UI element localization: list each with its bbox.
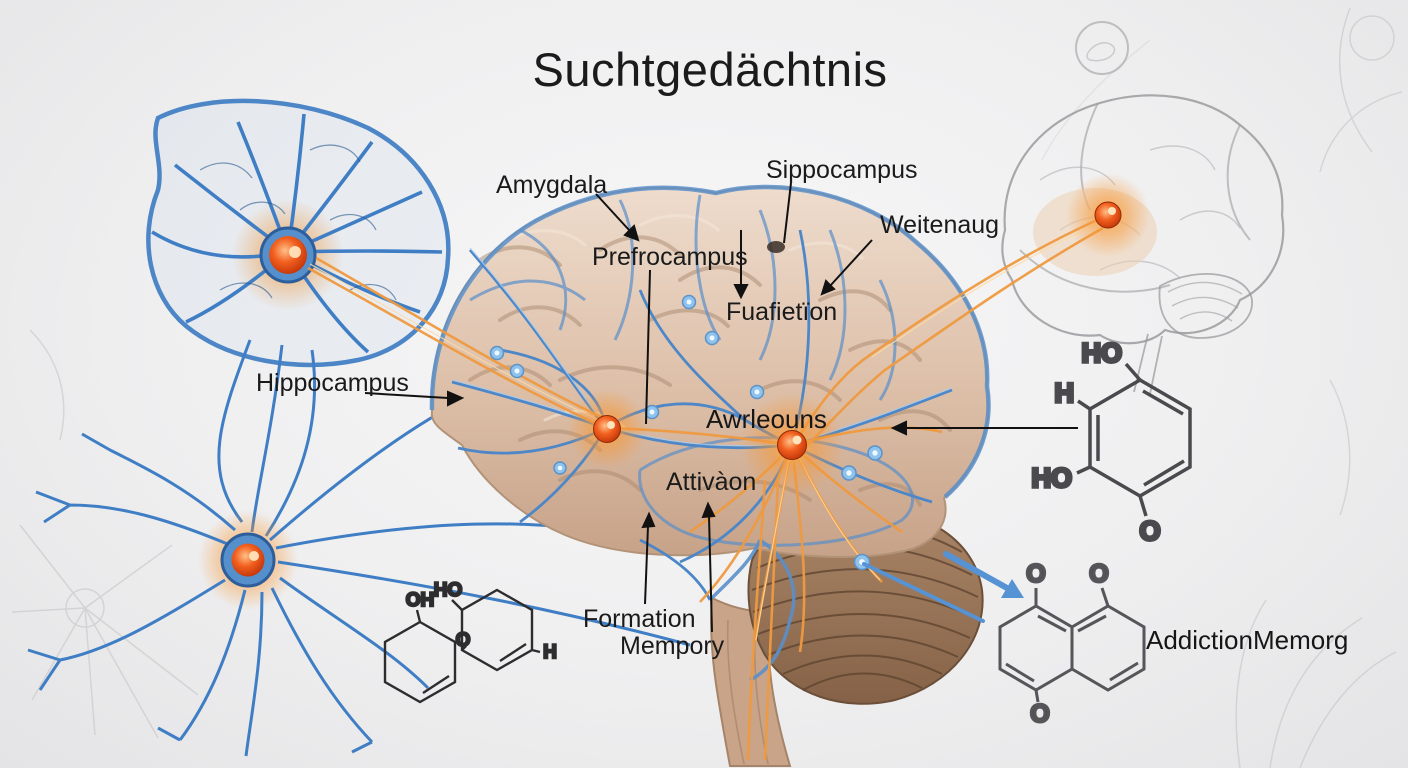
diol-oh-left-label: OH	[406, 590, 435, 611]
top-left-neuron	[146, 98, 451, 537]
cerebellum-dot-leader	[862, 562, 985, 623]
label-awrleouns: Awrleouns	[706, 404, 827, 434]
cerebellum-vessel	[710, 538, 796, 682]
amygdala-arrow	[595, 193, 630, 231]
quinol-oh-top-label: HO	[1082, 338, 1123, 368]
weitenaug-leader	[829, 239, 873, 287]
formation-leader	[644, 525, 649, 605]
diol-ho-top-label: HO	[434, 580, 463, 601]
blue-arrow-to-molecule	[943, 551, 1010, 591]
right-brain-neuron	[1066, 173, 1150, 257]
label-fuafietion: Fuafietïon	[726, 298, 837, 326]
molecule-diol-bottom-center: OH HO O H	[383, 579, 558, 704]
diol-h-right-label: H	[543, 642, 557, 663]
diol-o-bridge-label: O	[456, 630, 471, 651]
synapse-dots	[489, 294, 883, 571]
quinol-oh-bottom-label: HO	[1032, 463, 1073, 493]
label-hippocampus: Hippocampus	[256, 369, 409, 397]
mempory-leader	[708, 515, 713, 633]
label-formation: Formation	[583, 605, 696, 633]
central-brain	[429, 184, 991, 767]
quinol-h-label: H	[1055, 378, 1075, 408]
bottom-left-neuron	[27, 394, 691, 757]
background-neuron-sketches	[11, 7, 1403, 768]
molecule-quinol-right: HO H HO O	[1030, 336, 1192, 548]
ring-o-bottom-label: O	[1030, 700, 1049, 728]
blue-arrows	[862, 551, 1024, 623]
hippocampus-arrow	[364, 392, 449, 399]
label-attivaon: Attivàon	[666, 468, 756, 496]
molecule-ring-bottom-right: O O O	[998, 559, 1146, 730]
page-title: Suchtgedächtnis	[532, 43, 887, 96]
gyri-shading	[468, 235, 952, 507]
label-sippocampus: Sippocampus	[766, 156, 917, 184]
label-prefrocampus: Prefrocampus	[592, 243, 748, 271]
sippocampus-leader	[783, 182, 792, 244]
quinol-o-label: O	[1139, 516, 1160, 546]
label-mempory: Mempory	[620, 632, 725, 660]
ring-o-top-right-label: O	[1089, 560, 1108, 588]
black-leaders	[364, 182, 1078, 633]
label-addiction-memory: AddictionMemorg	[1146, 625, 1348, 655]
ring-o-top-left-label: O	[1026, 560, 1045, 588]
brain-neuron-right	[740, 393, 844, 497]
brain-blue-contour	[429, 184, 991, 499]
prefrocampus-leader	[645, 269, 651, 425]
label-amygdala: Amygdala	[496, 171, 607, 199]
label-weitenaug: Weitenaug	[880, 211, 999, 239]
brain-neuron-left	[567, 389, 647, 469]
